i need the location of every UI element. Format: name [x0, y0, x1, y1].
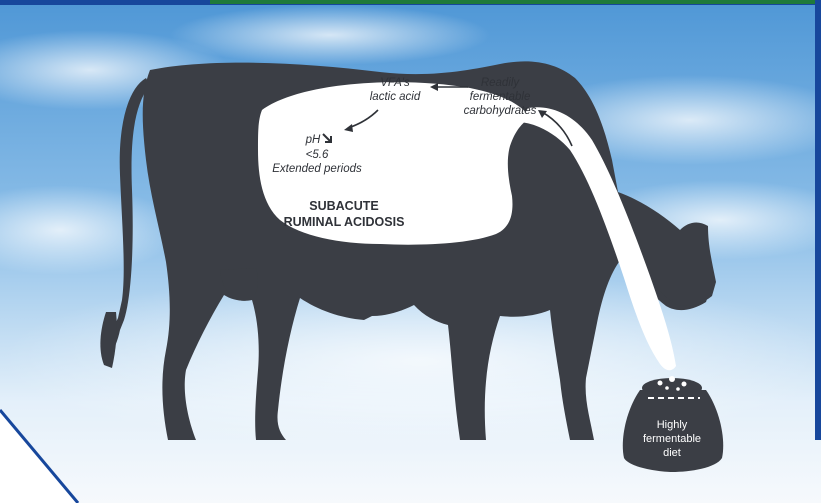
ph-label-line2: <5.6: [306, 149, 329, 161]
carb-label-line1: Readily: [481, 77, 521, 89]
bag-label-line2: fermentable: [643, 433, 701, 445]
ph-label-line3: Extended periods: [272, 163, 362, 175]
title-line2: RUMINAL ACIDOSIS: [284, 215, 405, 229]
header-green-bar: [210, 0, 821, 4]
right-frame-bar: [815, 0, 821, 440]
vfa-label-line2: lactic acid: [370, 91, 421, 103]
vfa-label-line1: VFA's: [380, 77, 410, 89]
bag-label-line1: Highly: [657, 419, 688, 431]
carb-label-line2: fermentable: [470, 91, 531, 103]
ph-label-line1: pH: [305, 134, 321, 146]
title-line1: SUBACUTE: [309, 199, 378, 213]
bag-label-line3: diet: [663, 447, 681, 459]
carb-label-line3: carbohydrates: [464, 105, 537, 117]
